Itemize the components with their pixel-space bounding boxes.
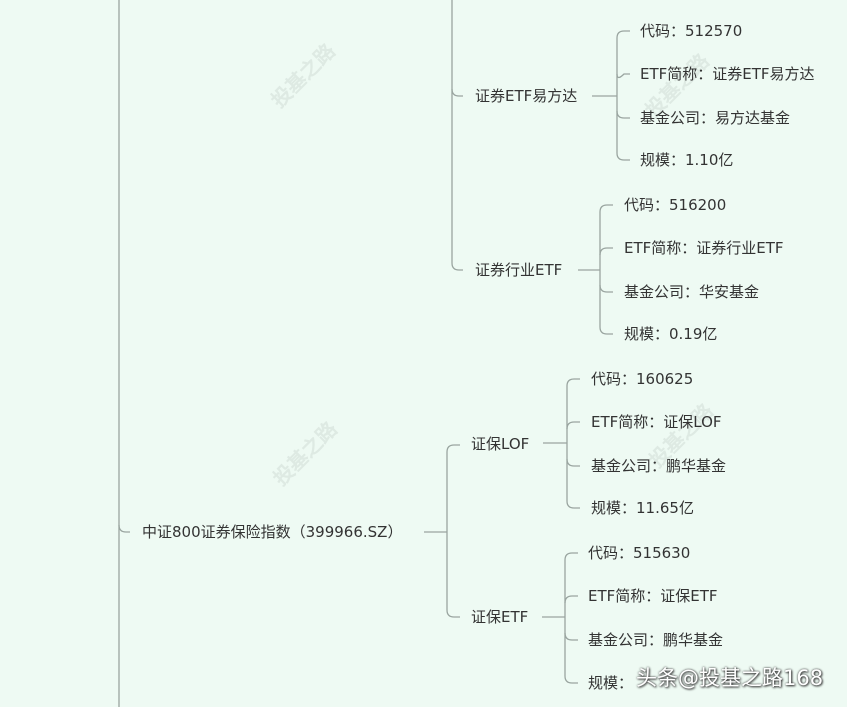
detail-fund-company[interactable]: 基金公司：鹏华基金 xyxy=(588,631,724,649)
detail-fund-company[interactable]: 基金公司：华安基金 xyxy=(624,283,760,301)
fund-node[interactable]: 证券行业ETF xyxy=(475,261,563,279)
detail-scale[interactable]: 规模：0.19亿 xyxy=(624,325,718,343)
fund-node[interactable]: 证保LOF xyxy=(471,435,530,453)
detail-code[interactable]: 代码：515630 xyxy=(588,544,691,562)
detail-scale[interactable]: 规模：1.10亿 xyxy=(640,151,734,169)
detail-short-name[interactable]: ETF简称：证保ETF xyxy=(588,587,718,605)
detail-fund-company[interactable]: 基金公司：鹏华基金 xyxy=(591,457,727,475)
root-node[interactable]: 中证800证券保险指数（399966.SZ） xyxy=(142,523,403,541)
detail-code[interactable]: 代码：516200 xyxy=(624,196,727,214)
detail-short-name[interactable]: ETF简称：证券ETF易方达 xyxy=(640,65,815,83)
detail-scale[interactable]: 规模： xyxy=(588,674,634,692)
detail-fund-company[interactable]: 基金公司：易方达基金 xyxy=(640,109,791,127)
detail-short-name[interactable]: ETF简称：证券行业ETF xyxy=(624,239,784,257)
fund-node[interactable]: 证券ETF易方达 xyxy=(475,87,578,105)
detail-short-name[interactable]: ETF简称：证保LOF xyxy=(591,413,722,431)
detail-scale[interactable]: 规模：11.65亿 xyxy=(591,499,694,517)
credit-watermark: 头条@投基之路168 xyxy=(636,666,824,690)
fund-node[interactable]: 证保ETF xyxy=(471,608,529,626)
detail-code[interactable]: 代码：160625 xyxy=(591,370,694,388)
detail-code[interactable]: 代码：512570 xyxy=(640,22,743,40)
